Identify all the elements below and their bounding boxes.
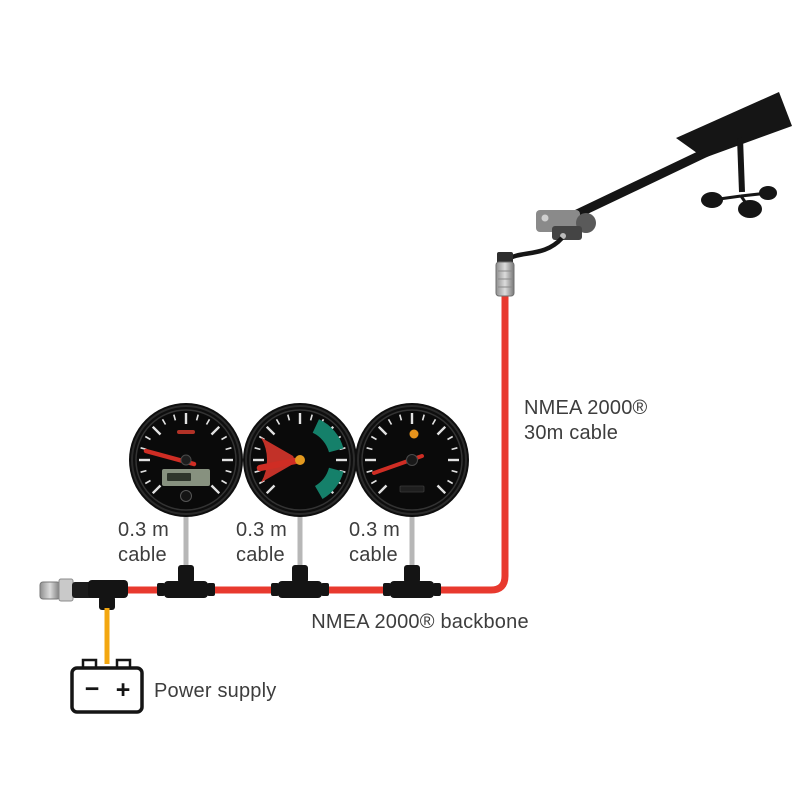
wind-cup (759, 186, 777, 200)
drop2-label-line2: cable (236, 544, 285, 566)
gauge-tick (366, 447, 373, 451)
gauge-tick (399, 414, 403, 421)
gauge-tick (287, 414, 291, 421)
drop2-label-line1: 0.3 m (236, 519, 288, 541)
gauge-brand-mark (177, 430, 195, 434)
gauge-tick (225, 447, 232, 451)
starboard-sector-upper (312, 419, 344, 453)
drop1-label-line2: cable (118, 544, 167, 566)
gauge-tick (254, 447, 261, 451)
battery-plus-sign: + (116, 676, 131, 704)
backbone-cable (96, 286, 509, 594)
gauge-tick (436, 425, 447, 436)
gauge-tick (265, 484, 276, 495)
gauge-wind-direction (243, 403, 357, 517)
gauge-button (180, 490, 192, 502)
gauge-tick (151, 484, 162, 495)
gauge-tick (265, 425, 276, 436)
gauge-tick (221, 479, 228, 485)
drop3-label-line1: 0.3 m (349, 519, 401, 541)
gauge-hub (180, 454, 192, 466)
gauge-tick (275, 418, 281, 425)
gauge-tick (221, 435, 228, 441)
wind-cup (738, 200, 762, 218)
gauge-multifunction (129, 403, 243, 517)
gauge-indicator-dot (409, 429, 419, 439)
gauge-tick (258, 479, 265, 485)
gauge-hub (406, 454, 418, 466)
drop1-cable-label: 0.3 m cable (118, 518, 169, 568)
gauge-tick (370, 479, 377, 485)
sensor-cable-label-line1: NMEA 2000® (524, 397, 648, 419)
gauge-tick (431, 418, 437, 425)
gauge-ticks (139, 413, 233, 495)
wind-vane-fin (676, 92, 792, 158)
drop1-label-line1: 0.3 m (118, 519, 170, 541)
drop2-cable-label: 0.3 m cable (236, 518, 287, 568)
gauge-tick (451, 447, 458, 451)
gauge-tick (447, 435, 454, 441)
terminator-connector (39, 578, 94, 602)
gauge-tick (377, 425, 388, 436)
tee-connector-3 (383, 565, 441, 598)
gauge-tick (205, 418, 211, 425)
gauge-needle (256, 456, 304, 472)
gauge-ticks (365, 413, 459, 495)
inline-connector (495, 252, 515, 297)
gauge-tick (140, 469, 147, 473)
gauge-tick (195, 414, 199, 421)
battery-body (70, 666, 144, 714)
gauge-tick (210, 484, 221, 495)
drop3-label-line2: cable (349, 544, 398, 566)
gauge-tick (447, 479, 454, 485)
gauge-tick (144, 435, 151, 441)
sensor-cable-label-line2: 30m cable (524, 422, 619, 444)
backbone-label: NMEA 2000® backbone (311, 611, 529, 633)
gauge-tick (387, 418, 393, 425)
gauge-tick (377, 484, 388, 495)
gauge-tick (309, 414, 313, 421)
gauge-tick (451, 469, 458, 473)
gauge-wind-speed (355, 403, 469, 517)
gauge-tick (436, 484, 447, 495)
gauge-tick (161, 418, 167, 425)
gauge-tick (173, 414, 177, 421)
gauge-tick (421, 414, 425, 421)
sensor-pigtail-cable (505, 236, 564, 262)
gauge-tick (225, 469, 232, 473)
battery-minus-sign: − (85, 675, 100, 703)
gauge-tick (151, 425, 162, 436)
gauge-tick (366, 469, 373, 473)
gauge-hub (295, 455, 305, 465)
port-sector (261, 437, 295, 483)
wind-cup (701, 192, 723, 208)
power-tee-connector (88, 580, 128, 610)
wind-sensor (505, 92, 792, 262)
power-supply-label: Power supply (154, 680, 277, 702)
gauge-tick (258, 435, 265, 441)
starboard-sector-lower (315, 467, 344, 499)
gauge-tick (210, 425, 221, 436)
tee-connector-2 (271, 565, 329, 598)
tee-connector-1 (157, 565, 215, 598)
sensor-cable-label: NMEA 2000® 30m cable (524, 396, 647, 446)
gauge-tick (144, 479, 151, 485)
drop3-cable-label: 0.3 m cable (349, 518, 400, 568)
battery: − + (70, 658, 144, 714)
gauge-tick (370, 435, 377, 441)
